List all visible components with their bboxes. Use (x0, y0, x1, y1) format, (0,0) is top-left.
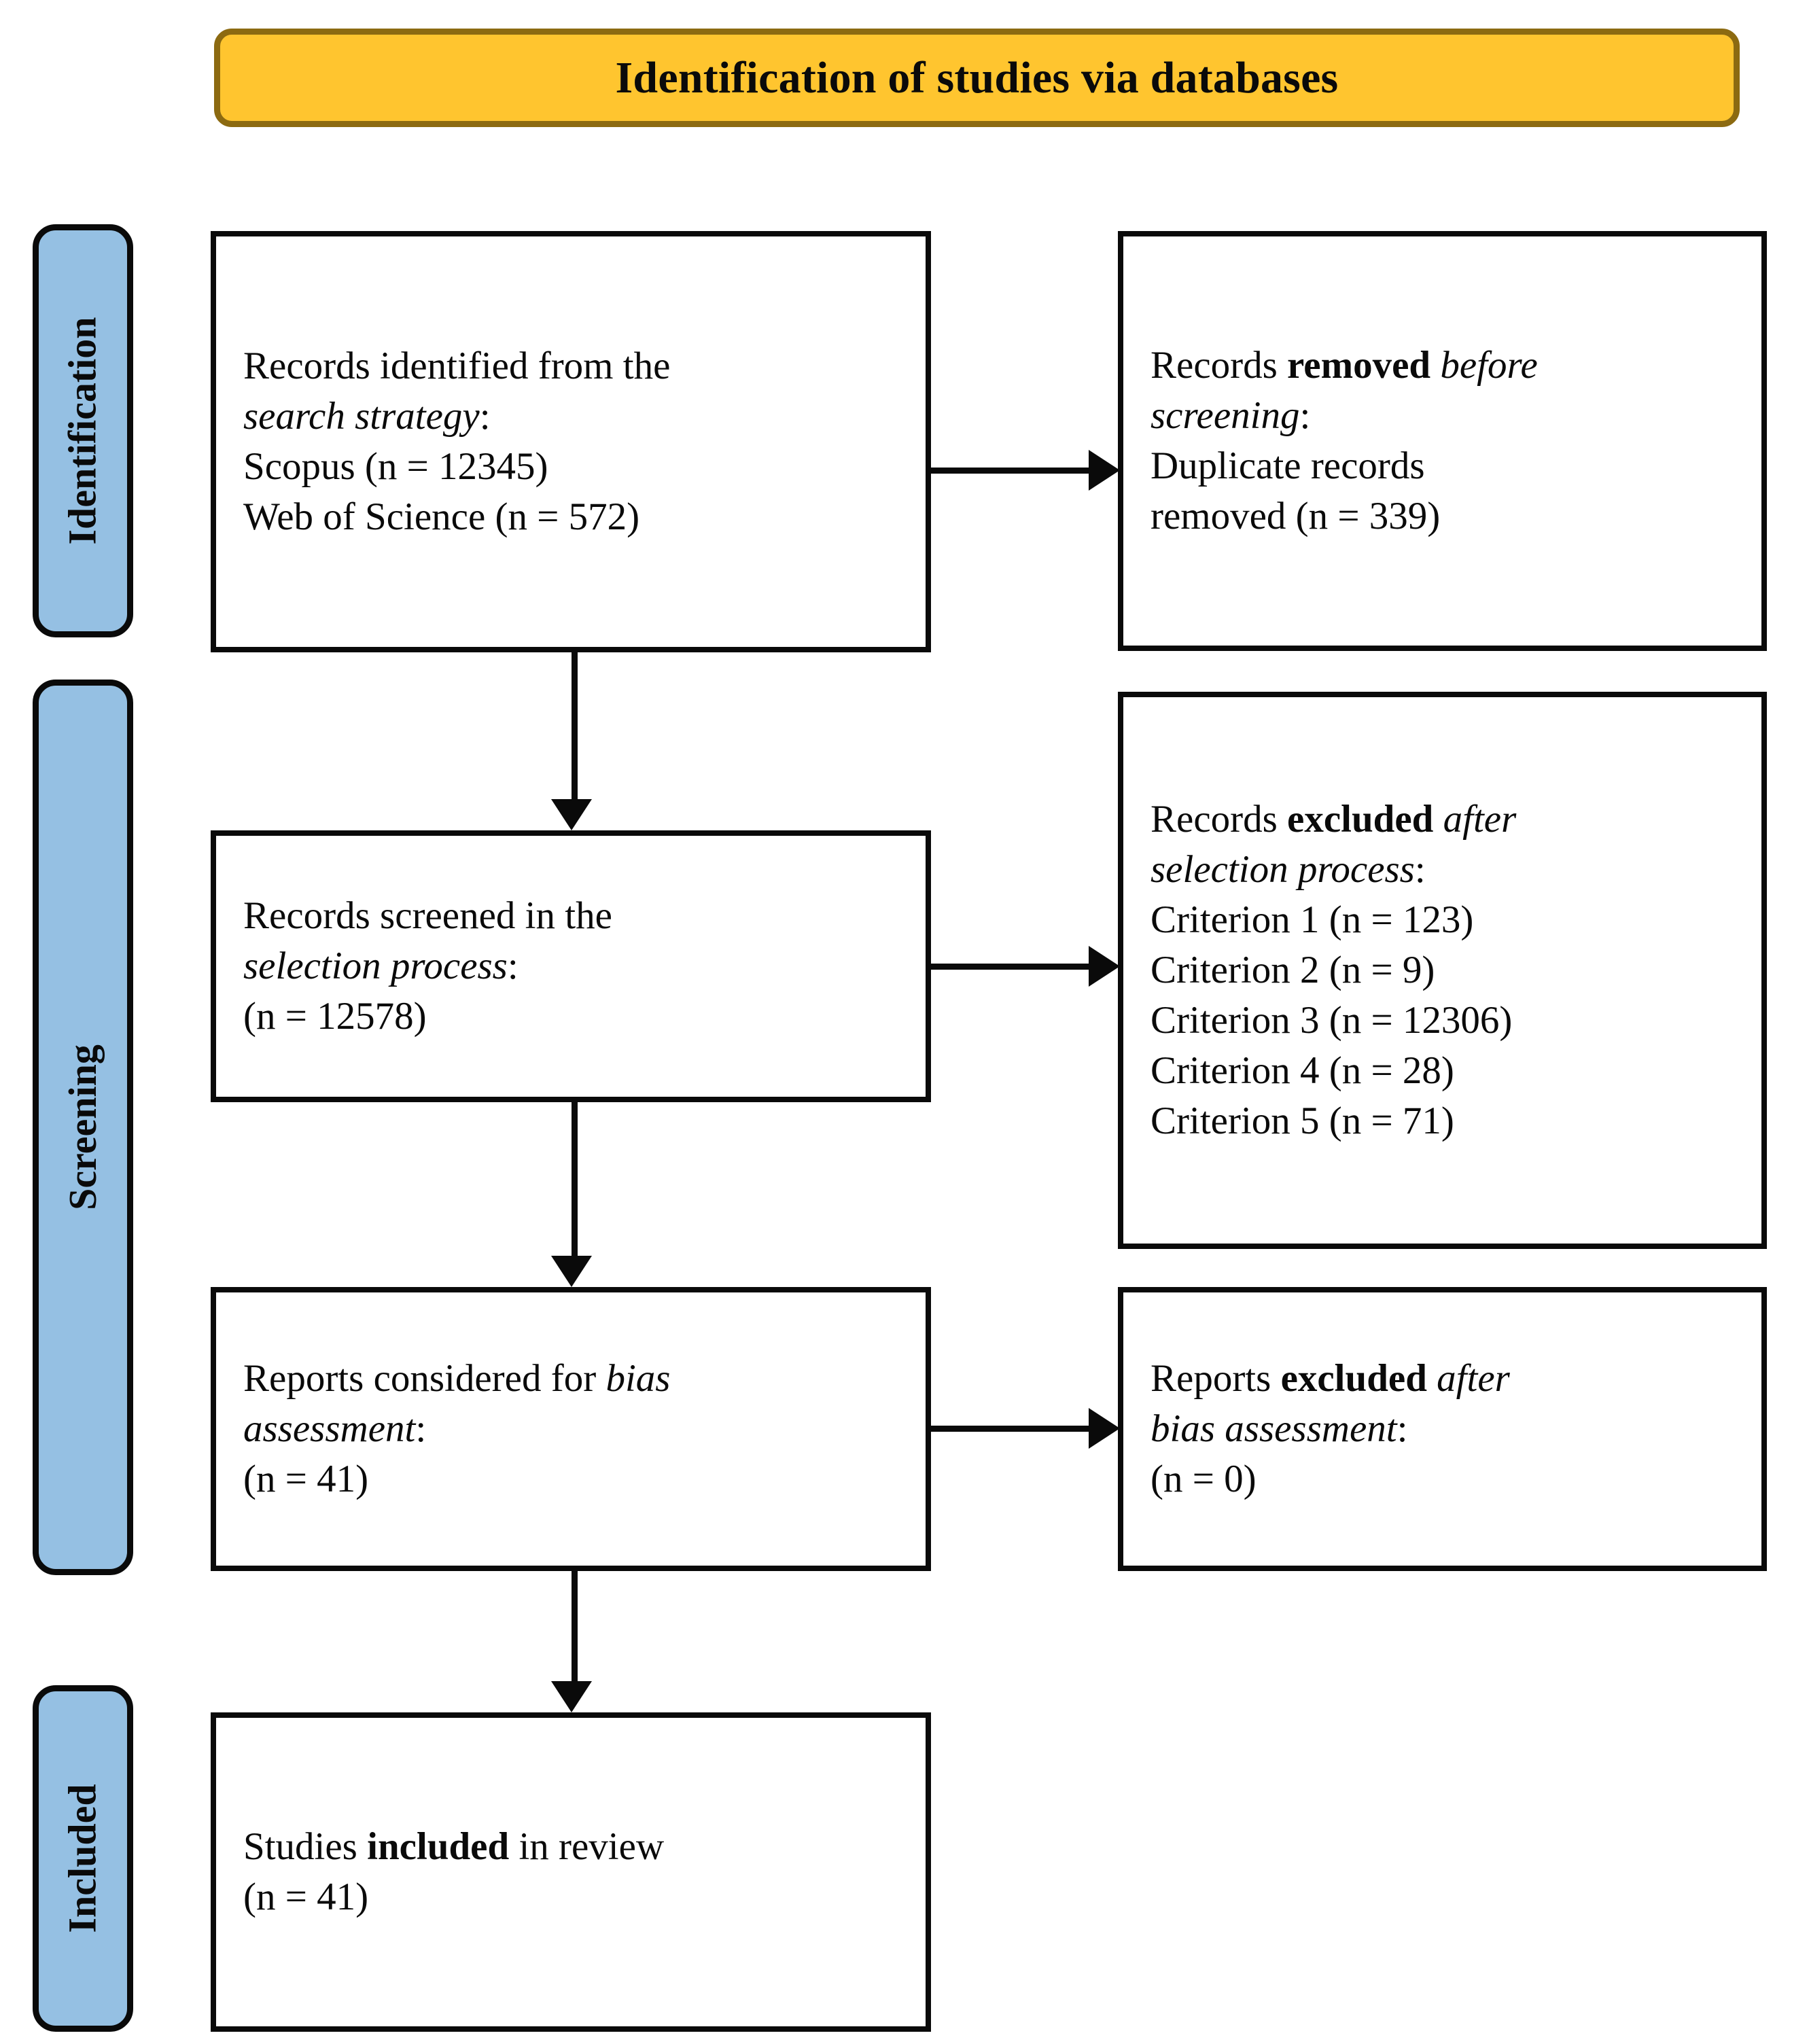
box-records-screened-line-3: (n = 12578) (243, 995, 427, 1038)
box-records-identified-line-2: search strategy: (243, 394, 491, 438)
stage-label-screening-text: Screening (60, 1044, 105, 1210)
box-reports-bias-assessment-line-3: (n = 41) (243, 1458, 369, 1501)
stage-label-screening: Screening (33, 680, 133, 1575)
box-records-removed-line-1: Records removed before (1151, 343, 1538, 387)
arrow-identified-to-removed-line (931, 468, 1090, 474)
box-records-identified: Records identified from the search strat… (211, 231, 931, 652)
stage-label-included: Included (33, 1685, 133, 2032)
box-studies-included-line-2: (n = 41) (243, 1875, 369, 1918)
box-reports-excluded-bias-line-2: bias assessment: (1151, 1407, 1408, 1450)
box-records-excluded-selection-line-1: Records excluded after (1151, 797, 1517, 841)
box-records-screened-line-1: Records screened in the (243, 894, 612, 937)
criterion-item: Criterion 3 (n = 12306) (1151, 999, 1513, 1042)
box-reports-bias-assessment-line-2: assessment: (243, 1407, 427, 1450)
box-records-identified-line-3: Scopus (n = 12345) (243, 445, 548, 488)
arrow-identified-to-screened-line (572, 652, 578, 800)
page-title: Identification of studies via databases (615, 52, 1339, 103)
box-reports-excluded-bias: Reports excluded after bias assessment: … (1118, 1287, 1767, 1571)
arrow-screened-to-excluded-line (931, 964, 1090, 970)
criterion-item: Criterion 5 (n = 71) (1151, 1099, 1454, 1143)
criterion-item: Criterion 1 (n = 123) (1151, 898, 1474, 941)
box-reports-bias-assessment-line-1: Reports considered for bias (243, 1356, 671, 1400)
box-reports-excluded-bias-line-1: Reports excluded after (1151, 1356, 1510, 1400)
box-records-identified-line-4: Web of Science (n = 572) (243, 495, 640, 539)
box-records-excluded-selection-line-2: selection process: (1151, 847, 1426, 891)
criterion-item: Criterion 4 (n = 28) (1151, 1049, 1454, 1093)
box-reports-excluded-bias-line-3: (n = 0) (1151, 1458, 1257, 1501)
box-records-removed-line-2: screening: (1151, 393, 1311, 437)
arrow-bias-to-excluded-bias-line (931, 1426, 1090, 1432)
box-records-removed-line-3: Duplicate records (1151, 444, 1425, 487)
arrow-bias-to-included-line (572, 1571, 578, 1682)
box-reports-bias-assessment: Reports considered for bias assessment: … (211, 1287, 931, 1571)
box-records-screened: Records screened in the selection proces… (211, 830, 931, 1102)
arrow-screened-to-bias-head-icon (551, 1256, 592, 1287)
stage-label-identification-text: Identification (60, 317, 105, 545)
diagram-header-banner: Identification of studies via databases (214, 29, 1740, 127)
box-records-identified-line-1: Records identified from the (243, 344, 671, 387)
box-records-excluded-selection: Records excluded after selection process… (1118, 692, 1767, 1249)
stage-label-included-text: Included (60, 1784, 105, 1933)
arrow-bias-to-excluded-bias-head-icon (1089, 1408, 1120, 1449)
arrow-identified-to-screened-head-icon (551, 799, 592, 830)
arrow-screened-to-bias-line (572, 1102, 578, 1257)
box-records-removed-line-4: removed (n = 339) (1151, 495, 1441, 538)
box-records-screened-line-2: selection process: (243, 944, 519, 987)
arrow-screened-to-excluded-head-icon (1089, 946, 1120, 987)
arrow-bias-to-included-head-icon (551, 1681, 592, 1712)
criterion-item: Criterion 2 (n = 9) (1151, 948, 1435, 991)
box-records-removed: Records removed before screening: Duplic… (1118, 231, 1767, 651)
stage-label-identification: Identification (33, 224, 133, 637)
arrow-identified-to-removed-head-icon (1089, 450, 1120, 491)
box-studies-included-line-1: Studies included in review (243, 1825, 665, 1868)
box-studies-included: Studies included in review (n = 41) (211, 1712, 931, 2032)
